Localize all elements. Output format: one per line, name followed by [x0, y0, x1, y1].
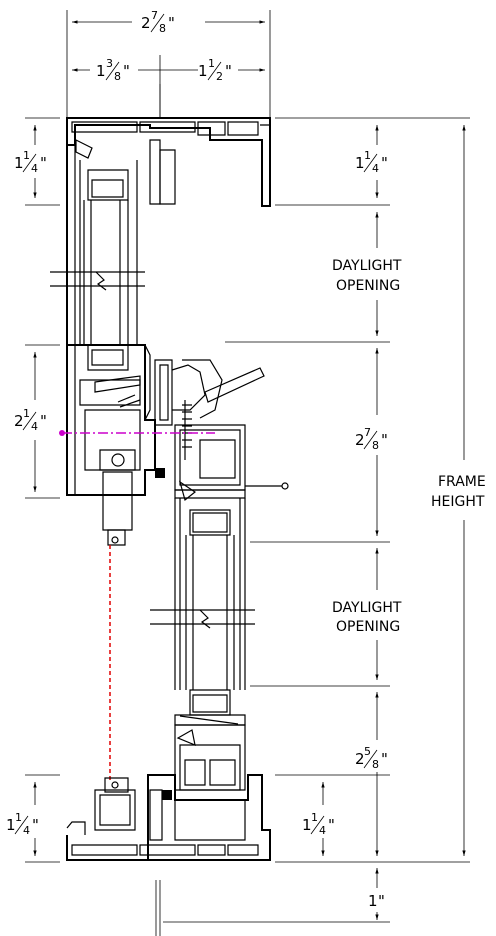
sill-frame: [66, 774, 271, 861]
svg-text:1: 1: [15, 811, 22, 824]
svg-text:": ": [225, 62, 232, 80]
meeting-rail-left-dim: 2 1 4 ": [14, 407, 47, 433]
svg-text:": ": [381, 431, 388, 449]
right-dimensions: 1 1 4 " DAYLIGHT OPENING 2 7 8 " DAYLIGH…: [163, 117, 486, 923]
svg-text:4: 4: [319, 824, 326, 837]
daylight-lower-label-2: OPENING: [336, 619, 400, 635]
svg-text:3: 3: [106, 57, 113, 70]
svg-text:1: 1: [96, 62, 106, 80]
svg-text:4: 4: [31, 420, 38, 433]
svg-text:8: 8: [372, 439, 379, 452]
lower-sash: [150, 498, 255, 791]
svg-text:1: 1: [14, 154, 24, 172]
svg-text:4: 4: [23, 824, 30, 837]
svg-text:2: 2: [141, 14, 151, 32]
svg-text:1: 1: [311, 811, 318, 824]
bottom-right-dim: 1 1 4 ": [302, 811, 335, 837]
svg-text:": ": [381, 750, 388, 768]
svg-text:1: 1: [355, 154, 365, 172]
svg-text:1: 1: [6, 816, 16, 834]
bottom-sash-dim: 2 5 8 ": [355, 745, 388, 771]
frame-height-label-2: HEIGHT: [431, 494, 485, 510]
bottom-left-dim: 1 1 4 ": [6, 811, 39, 837]
svg-text:1: 1: [302, 816, 312, 834]
left-dimensions: 1 1 4 " 2 1 4 " 1 1 4 ": [6, 117, 60, 863]
overall-width-dim: 2 7 8 ": [141, 9, 175, 35]
svg-text:": ": [168, 14, 175, 32]
svg-text:2: 2: [355, 431, 365, 449]
right-width-dim: 1 1 2 ": [198, 57, 232, 83]
head-frame: [66, 117, 271, 207]
svg-text:2: 2: [14, 412, 24, 430]
svg-text:": ": [40, 154, 47, 172]
svg-text:4: 4: [372, 162, 379, 175]
svg-text:1: 1: [368, 892, 378, 910]
meeting-rail-right-dim: 2 7 8 ": [355, 426, 388, 452]
svg-text:2: 2: [216, 70, 223, 83]
svg-text:1: 1: [23, 407, 30, 420]
svg-text:": ": [381, 154, 388, 172]
svg-text:8: 8: [372, 758, 379, 771]
daylight-lower-label-1: DAYLIGHT: [332, 600, 402, 616]
svg-text:1: 1: [208, 57, 215, 70]
svg-text:5: 5: [364, 745, 371, 758]
svg-text:8: 8: [114, 70, 121, 83]
top-dimension-group: 2 7 8 " 1 3 8 " 1 1 2 ": [66, 9, 271, 118]
svg-text:2: 2: [355, 750, 365, 768]
balance-block: [102, 471, 133, 793]
sill-dim: 1 ": [368, 892, 385, 910]
top-right-dim: 1 1 4 ": [355, 149, 388, 175]
svg-text:": ": [40, 412, 47, 430]
svg-text:1: 1: [23, 149, 30, 162]
svg-text:7: 7: [151, 9, 158, 22]
svg-text:8: 8: [159, 22, 166, 35]
svg-text:": ": [378, 892, 385, 910]
svg-text:": ": [123, 62, 130, 80]
frame-height-label-1: FRAME: [438, 474, 486, 490]
svg-text:1: 1: [364, 149, 371, 162]
svg-text:4: 4: [31, 162, 38, 175]
meeting-rail: [66, 344, 289, 502]
daylight-upper-label-1: DAYLIGHT: [332, 258, 402, 274]
top-left-dim: 1 1 4 ": [14, 149, 47, 175]
svg-text:1: 1: [198, 62, 208, 80]
daylight-upper-label-2: OPENING: [336, 278, 400, 294]
magenta-centerline: [59, 430, 215, 436]
upper-sash: [50, 140, 145, 495]
left-width-dim: 1 3 8 ": [96, 57, 130, 83]
svg-text:": ": [32, 816, 39, 834]
svg-text:7: 7: [364, 426, 371, 439]
svg-text:": ": [328, 816, 335, 834]
